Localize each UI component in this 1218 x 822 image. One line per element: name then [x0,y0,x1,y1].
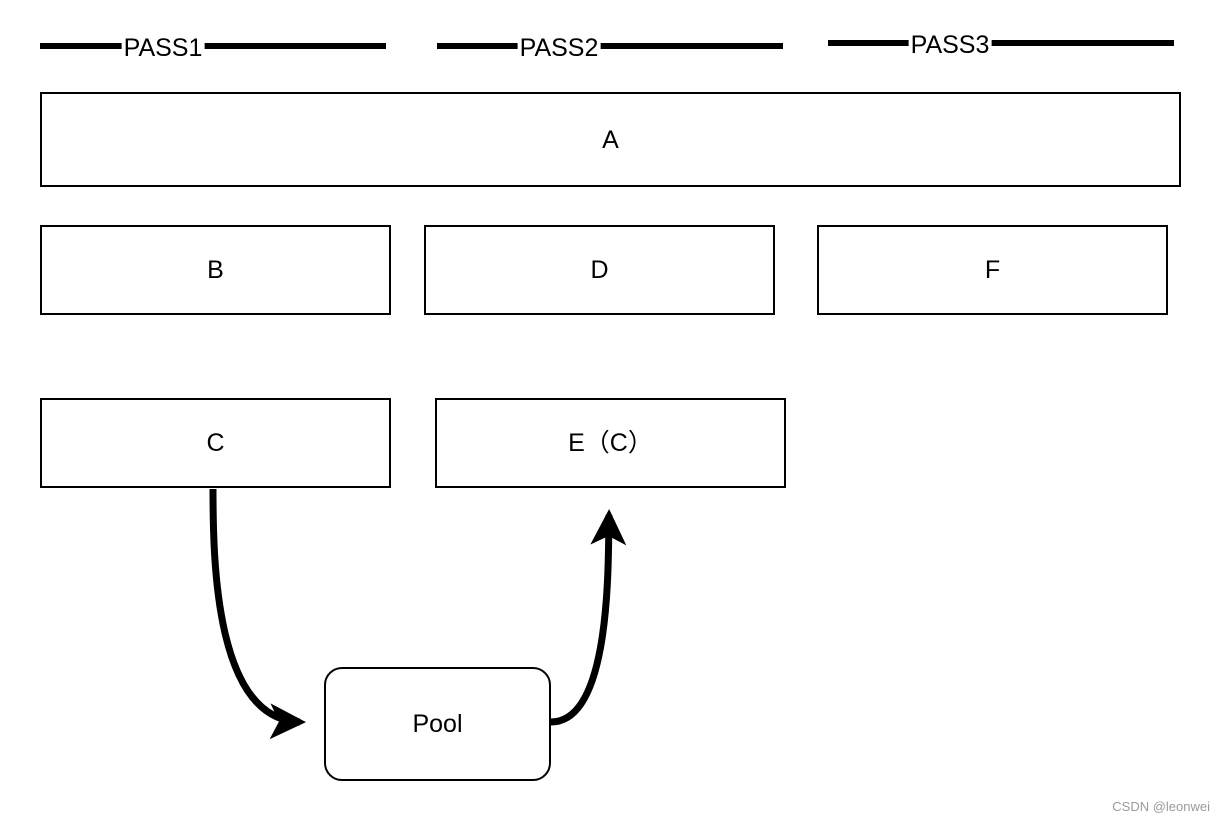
node-b: B [40,225,391,315]
node-f-label: F [984,256,1001,284]
node-d-label: D [590,256,609,284]
node-c-label: C [206,429,225,457]
pass-2-line [437,43,783,49]
pass-1-label: PASS1 [121,34,205,62]
node-b-label: B [207,256,224,284]
arrow-c-to-pool [209,488,306,740]
node-e: E（C） [435,398,786,488]
pass-2-label: PASS2 [517,34,601,62]
pass-3-label: PASS3 [908,31,992,59]
pass-3-line [828,40,1174,46]
node-pool-label: Pool [412,710,463,738]
node-c: C [40,398,391,488]
arrow-pool-to-e [550,509,627,726]
pass-1-line [40,43,386,49]
node-e-label: E（C） [568,429,653,457]
node-d: D [424,225,775,315]
node-pool: Pool [324,667,551,781]
node-a-label: A [602,125,619,154]
watermark: CSDN @leonwei [1112,799,1210,814]
node-f: F [817,225,1168,315]
node-a: A [40,92,1181,187]
